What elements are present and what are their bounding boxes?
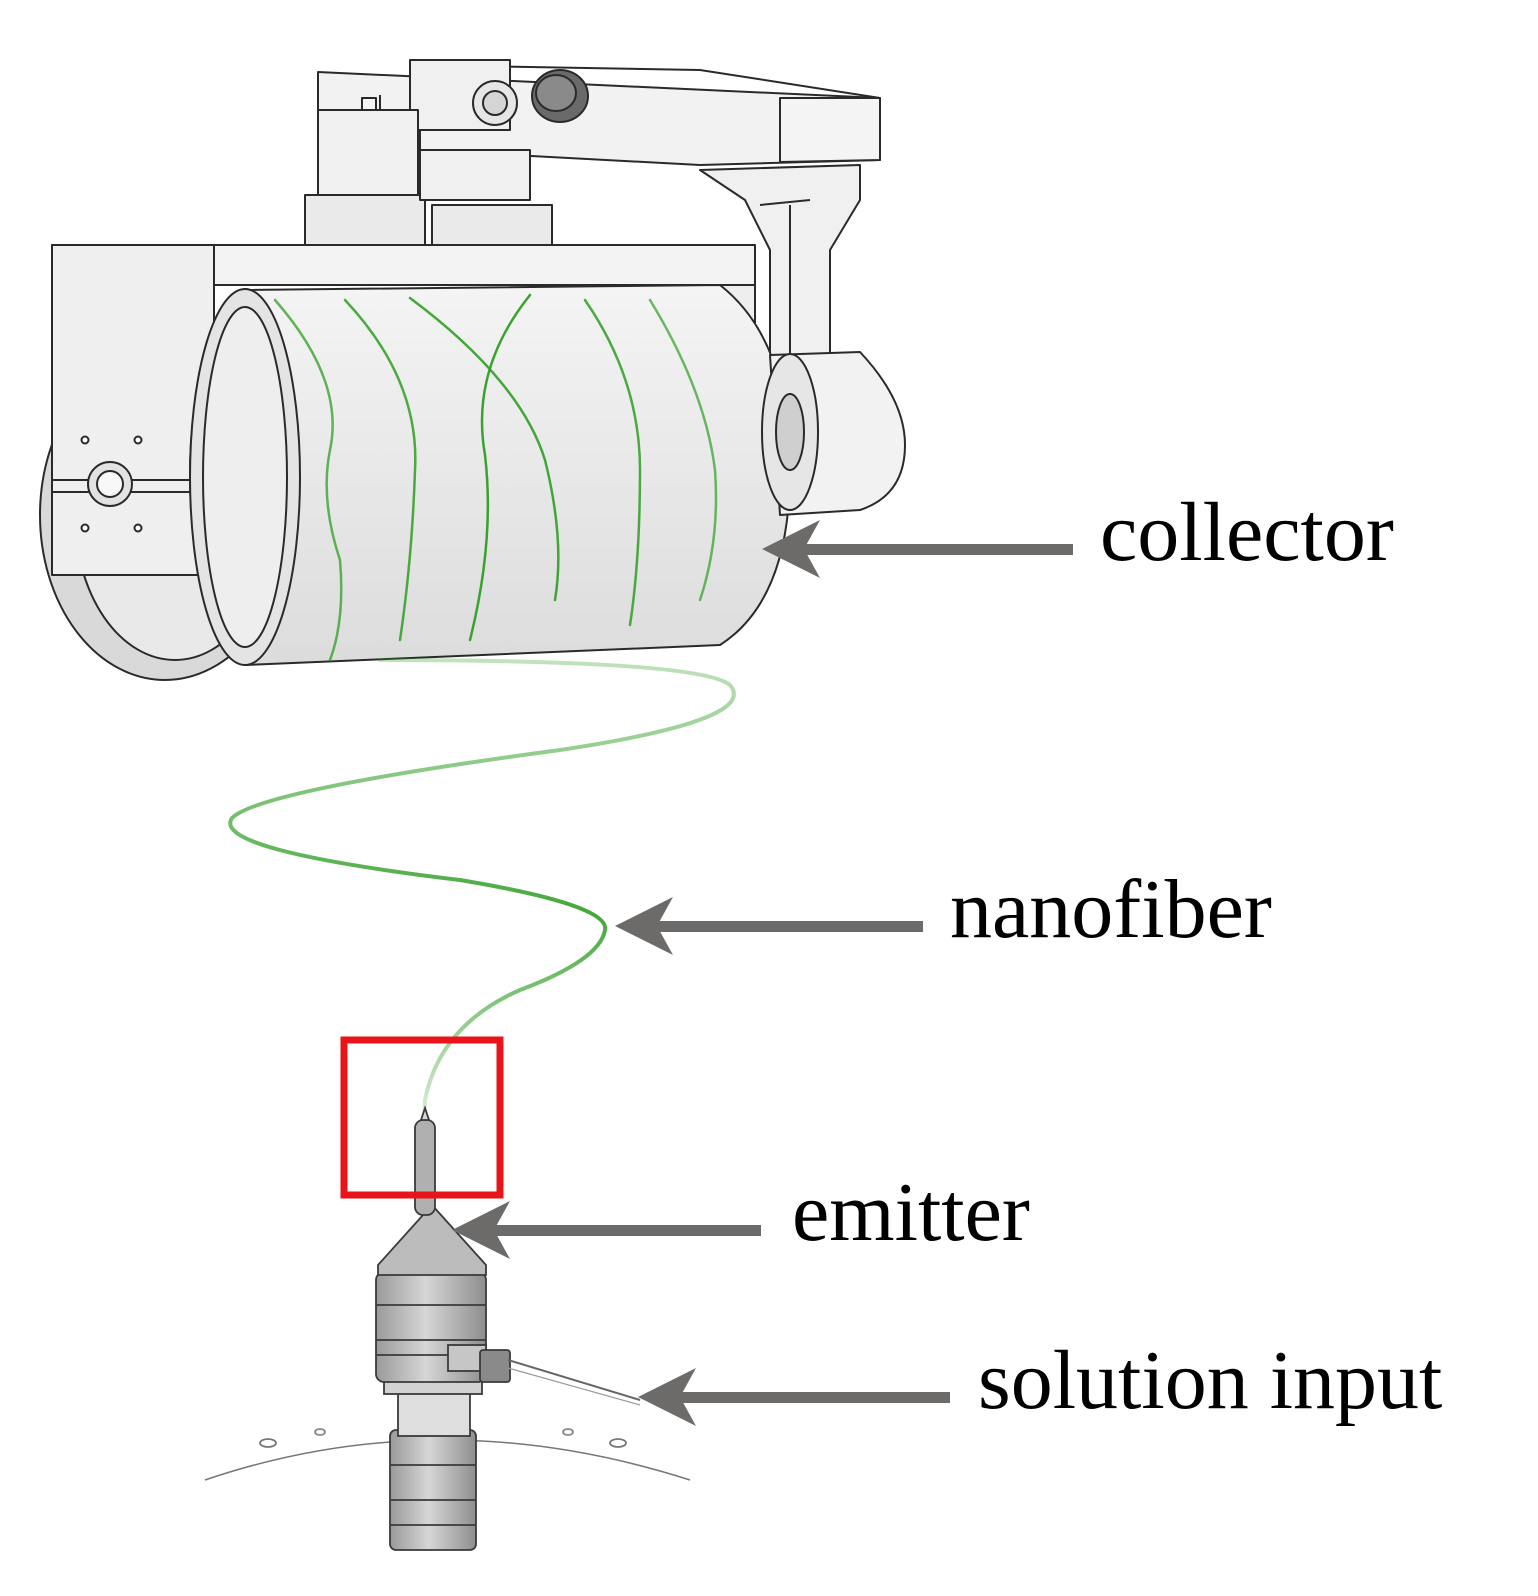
label-arrows	[452, 520, 1073, 1426]
top-bracket	[317, 59, 881, 166]
fiber-deposits	[273, 293, 718, 662]
collector-label: collector	[1100, 486, 1394, 579]
collector-assembly	[39, 59, 906, 681]
emitter-assembly	[204, 1105, 691, 1551]
emitter-tip-highlight-box	[340, 1036, 504, 1199]
nanofiber-arrow	[615, 897, 923, 955]
solution-input-label: solution input	[978, 1334, 1442, 1427]
collector-drum	[189, 284, 791, 666]
solution-input-arrow	[638, 1368, 950, 1426]
nanofiber-label: nanofiber	[950, 863, 1272, 956]
solution-inlet-fitting	[447, 1344, 641, 1406]
drive-motor	[761, 351, 906, 516]
emitter-label: emitter	[792, 1166, 1030, 1259]
mount-blocks	[304, 95, 553, 261]
collector-arrow	[762, 520, 1073, 578]
emitter-arrow	[452, 1201, 761, 1259]
nanofiber-jet	[228, 658, 736, 1127]
